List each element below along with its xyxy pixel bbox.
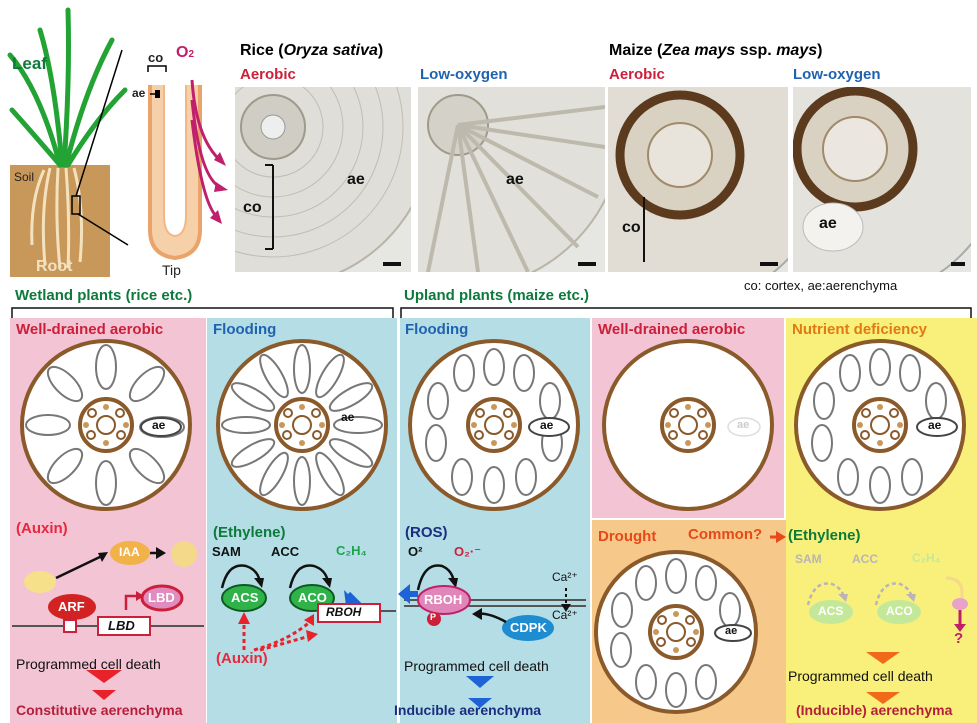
c2h4-label: C₂H₄ (336, 543, 367, 558)
phospho-label: P (430, 612, 436, 622)
p5-ae-label: ae (928, 418, 941, 432)
c2h45-label: C₂H₄ (912, 551, 940, 565)
rice-lowoxygen-ae: ae (506, 171, 524, 189)
pcd-label-p1: Programmed cell death (16, 656, 161, 672)
acs-label: ACS (231, 590, 258, 605)
iaa-label: IAA (119, 545, 140, 559)
maize-title-subsp: mays (776, 42, 817, 59)
photo-label-maize-lowoxygen: Low-oxygen (793, 66, 881, 83)
aco-label: ACO (298, 590, 327, 605)
maize-lowoxygen-micrograph: ae (793, 87, 971, 272)
root-label: Root (36, 258, 72, 276)
rice-aerobic-micrograph: ae co (235, 87, 411, 272)
maize-aerobic-co: co (622, 219, 641, 237)
photo-label-maize-aerobic: Aerobic (609, 66, 665, 83)
common-label: Common? (688, 526, 762, 543)
p1-section-label: (Auxin) (16, 520, 68, 537)
acs5-label: ACS (818, 604, 843, 618)
lbd-protein-label: LBD (148, 590, 175, 605)
question-label: ? (954, 630, 963, 647)
upland-group-label: Upland plants (maize etc.) (404, 287, 589, 304)
maize-title-name: Maize ( (609, 42, 662, 59)
p4-title: Well-drained aerobic (598, 321, 745, 338)
p3-ae-label: ae (540, 418, 553, 432)
panel-drought (592, 520, 786, 723)
cdpk-label: CDPK (510, 620, 547, 635)
ca-top-label: Ca²⁺ (552, 570, 578, 584)
tip-label: Tip (162, 262, 181, 278)
arf-label: ARF (58, 599, 85, 614)
wetland-group-label: Wetland plants (rice etc.) (15, 287, 192, 304)
sam-label: SAM (212, 544, 241, 559)
superoxide-label: O₂·⁻ (454, 544, 481, 560)
sam5-label: SAM (795, 552, 822, 566)
drought-ethylene-label: (Ethylene) (788, 527, 861, 544)
rice-lowoxygen-micrograph: ae (418, 87, 605, 272)
constitutive-aerenchyma-label: Constitutive aerenchyma (16, 702, 183, 718)
drought-ae-label: ae (725, 625, 737, 637)
soil-label: Soil (14, 170, 34, 184)
rboh-gene-label: RBOH (326, 605, 361, 619)
inducible-aerenchyma-label: Inducible aerenchyma (394, 702, 541, 718)
o2-label: O2 (176, 44, 194, 62)
maize-title: Maize (Zea mays ssp. mays) (609, 42, 822, 60)
rboh-protein-label: RBOH (424, 592, 462, 607)
p3-section-label: (ROS) (405, 524, 448, 541)
maize-title-species: Zea mays (662, 42, 735, 59)
panel-well-drained-maize (592, 318, 784, 518)
rice-title-close: ) (378, 42, 383, 59)
ca-bottom-label: Ca²⁺ (552, 608, 578, 622)
photo-label-rice-aerobic: Aerobic (240, 66, 296, 83)
pcd-label-p5: Programmed cell death (788, 668, 933, 684)
p5-title: Nutrient deficiency (792, 321, 927, 338)
rice-title: Rice (Oryza sativa) (240, 42, 383, 60)
o2-subscript: 2 (188, 49, 194, 60)
o2-main: O (176, 44, 188, 61)
pcd-label-p3: Programmed cell death (404, 658, 549, 674)
maize-title-mid: ssp. (735, 42, 776, 59)
panel-nutrient-deficiency (786, 318, 977, 723)
rice-aerobic-ae: ae (347, 171, 365, 189)
p2-section-label: (Ethylene) (213, 524, 286, 541)
photo-label-rice-lowoxygen: Low-oxygen (420, 66, 508, 83)
p3-title: Flooding (405, 321, 468, 338)
inducible2-aerenchyma-label: (Inducible) aerenchyma (796, 702, 952, 718)
o2-substrate-label: O² (408, 544, 422, 559)
rice-title-species: Oryza sativa (284, 42, 378, 59)
legend-text: co: cortex, ae:aerenchyma (744, 278, 897, 293)
p2-title: Flooding (213, 321, 276, 338)
auxin2-label: (Auxin) (216, 650, 268, 667)
p1-ae-label: ae (152, 418, 165, 432)
drought-title: Drought (598, 528, 656, 545)
lbd-gene-label: LBD (108, 618, 135, 633)
aco5-label: ACO (886, 604, 913, 618)
maize-title-close: ) (817, 42, 822, 59)
acc5-label: ACC (852, 552, 878, 566)
maize-lowoxygen-ae: ae (819, 215, 837, 233)
acc-label: ACC (271, 544, 299, 559)
p4-ae-label: ae (737, 419, 749, 431)
co-label: co (148, 50, 163, 65)
p1-title: Well-drained aerobic (16, 321, 163, 338)
leaf-label: Leaf (12, 54, 47, 74)
plant-illustration: Leaf Soil Root Tip co ae O2 (0, 0, 232, 285)
maize-aerobic-micrograph: co (608, 87, 788, 272)
rice-title-name: Rice ( (240, 42, 284, 59)
ae-label: ae (132, 86, 145, 100)
p2-ae-label: ae (341, 410, 354, 424)
rice-aerobic-co: co (243, 199, 262, 217)
